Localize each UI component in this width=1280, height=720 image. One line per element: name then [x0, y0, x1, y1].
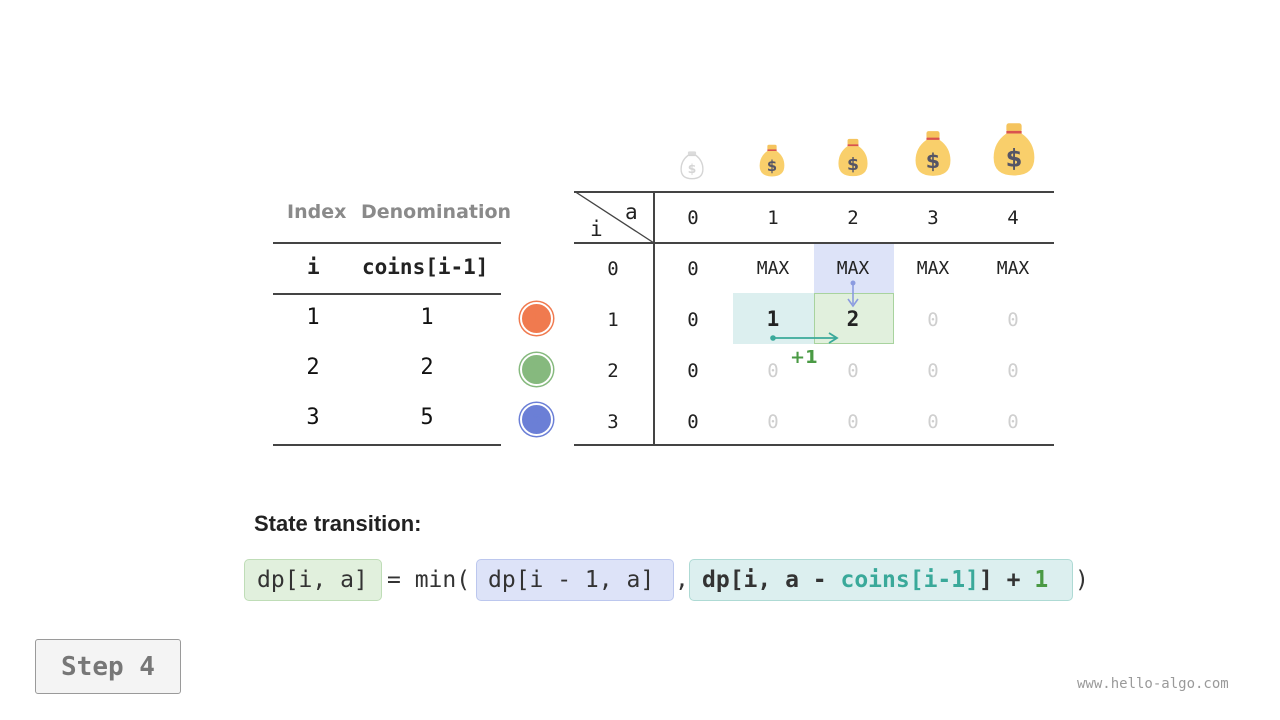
- formula-arg2-mid: ] +: [978, 567, 1035, 593]
- formula-lhs: dp[i, a]: [257, 567, 368, 593]
- dp-cell-2-1: 0: [767, 360, 779, 382]
- formula-title: State transition:: [254, 511, 422, 536]
- formula-arg2-coins: coins[i-1]: [840, 567, 979, 593]
- dp-cell-0-1: MAX: [756, 258, 790, 279]
- formula-comma: ,: [675, 567, 689, 593]
- dp-cell-1-4: 0: [1007, 309, 1019, 331]
- formula-close: ): [1075, 567, 1089, 593]
- dp-cell-1-1: 1: [766, 307, 780, 331]
- svg-text:$: $: [926, 149, 940, 173]
- dp-table-top-rule: [574, 191, 1054, 193]
- money-bag-icon-1: $: [756, 144, 788, 178]
- money-bag-icon-2: $: [834, 138, 872, 178]
- formula-arg2-one: 1: [1034, 567, 1049, 593]
- svg-text:$: $: [847, 155, 859, 175]
- coins-table-top-rule: [273, 242, 501, 244]
- svg-text:$: $: [767, 158, 777, 175]
- dp-cell-3-1: 0: [767, 411, 779, 433]
- formula-arg2: dp[i, a - coins[i-1]] + 1: [702, 559, 1048, 601]
- step-button[interactable]: Step 4: [35, 639, 181, 694]
- plus-one-label: +1: [790, 347, 818, 368]
- coins-row-3-index: 3: [306, 405, 320, 430]
- dp-corner-i: i: [590, 217, 603, 241]
- coins-row-2-value: 2: [420, 355, 434, 380]
- dp-cell-0-2: MAX: [836, 258, 870, 279]
- dp-cell-0-0: 0: [687, 258, 699, 280]
- coins-row-1-value: 1: [420, 305, 434, 330]
- up-dependency-arrow: [847, 280, 859, 308]
- dp-cell-1-3: 0: [927, 309, 939, 331]
- sub-header-i: i: [307, 255, 320, 279]
- coins-table-mid-rule: [273, 293, 501, 295]
- coin-badge-1: 1: [520, 302, 553, 335]
- dp-cell-2-3: 0: [927, 360, 939, 382]
- formula-eq-min: = min(: [387, 567, 471, 593]
- arg2-box: [689, 559, 1073, 601]
- dp-corner-a: a: [625, 200, 638, 224]
- dp-table-header-rule: [574, 242, 1054, 244]
- dp-cell-3-3: 0: [927, 411, 939, 433]
- dp-row-header-1: 1: [607, 309, 619, 331]
- dp-cell-0-4: MAX: [996, 258, 1030, 279]
- header-denomination: Denomination: [361, 201, 512, 223]
- dp-cell-2-0: 0: [687, 360, 699, 382]
- dp-cell-3-2: 0: [847, 411, 859, 433]
- dp-row-header-2: 2: [607, 360, 619, 382]
- formula-arg1: dp[i - 1, a]: [488, 567, 655, 593]
- dp-row-header-3: 3: [607, 411, 619, 433]
- dp-cell-3-0: 0: [687, 411, 699, 433]
- dp-cell-2-2: 0: [847, 360, 859, 382]
- coins-table-bottom-rule: [273, 444, 501, 446]
- dp-col-header-0: 0: [687, 207, 699, 229]
- dp-col-header-1: 1: [767, 207, 779, 229]
- dp-cell-2-4: 0: [1007, 360, 1019, 382]
- lhs-box: [244, 559, 382, 601]
- svg-text:$: $: [688, 162, 697, 176]
- dp-cell-0-3: MAX: [916, 258, 950, 279]
- dp-col-header-3: 3: [927, 207, 939, 229]
- sub-header-coins: coins[i-1]: [362, 255, 489, 279]
- dp-cell-3-4: 0: [1007, 411, 1019, 433]
- dp-table-bottom-rule: [574, 444, 1054, 446]
- dp-table-corner-diagonal: [574, 191, 654, 243]
- dp-col-header-2: 2: [847, 207, 859, 229]
- money-bag-icon-3: $: [910, 130, 956, 178]
- formula-arg2-prefix: dp[i, a -: [702, 567, 841, 593]
- dp-row-header-0: 0: [607, 258, 619, 280]
- coins-row-2-index: 2: [306, 355, 320, 380]
- coins-row-3-value: 5: [420, 405, 434, 430]
- svg-text:$: $: [1006, 145, 1023, 173]
- coins-row-1-index: 1: [306, 305, 320, 330]
- coin-badge-2: 2: [520, 353, 553, 386]
- arg1-box: [476, 559, 674, 601]
- highlight-current-cell: [814, 293, 894, 344]
- header-index: Index: [287, 201, 347, 223]
- money-bag-icon-4: $: [987, 122, 1041, 178]
- watermark: www.hello-algo.com: [1077, 676, 1229, 692]
- coin-badge-5: 5: [520, 403, 553, 436]
- dp-table-row-header-rule: [653, 191, 655, 445]
- money-bag-icon-0: $: [678, 150, 706, 180]
- dp-col-header-4: 4: [1007, 207, 1019, 229]
- dp-cell-1-0: 0: [687, 309, 699, 331]
- dp-cell-1-2: 2: [846, 307, 860, 331]
- left-dependency-arrow: [770, 332, 839, 344]
